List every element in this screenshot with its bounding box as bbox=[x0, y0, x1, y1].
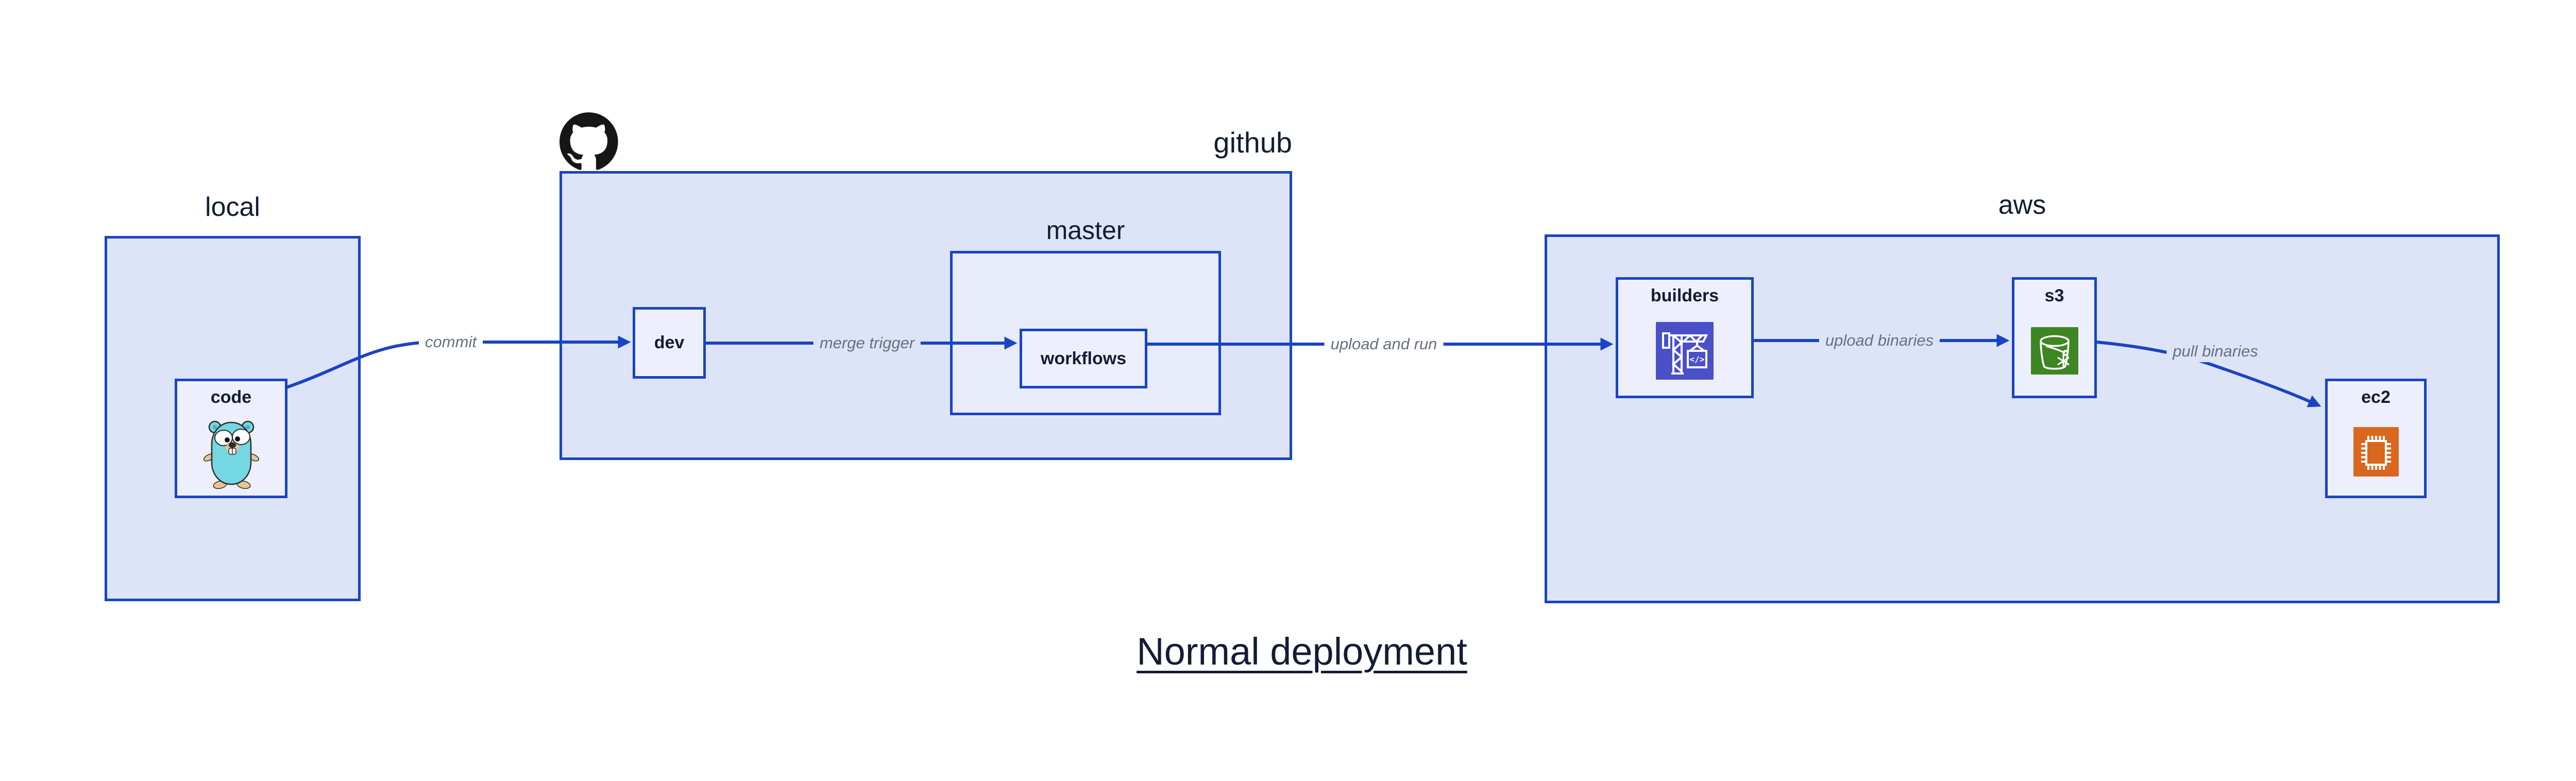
node-code-label: code bbox=[210, 387, 252, 407]
node-dev: dev bbox=[633, 307, 706, 379]
codebuild-crane-icon: </> bbox=[1656, 322, 1714, 380]
github-container-label: github bbox=[1213, 126, 1292, 159]
edge-label-upload-and-run: upload and run bbox=[1324, 333, 1444, 355]
node-builders: builders </> bbox=[1616, 277, 1754, 398]
go-gopher-icon bbox=[203, 420, 259, 489]
node-ec2: ec2 bbox=[2325, 379, 2427, 498]
diagram-title: Normal deployment bbox=[1137, 630, 1467, 673]
node-builders-label: builders bbox=[1650, 286, 1719, 305]
ec2-chip-icon bbox=[2353, 427, 2399, 477]
node-workflows-label: workflows bbox=[1040, 348, 1127, 368]
edge-label-merge-trigger: merge trigger bbox=[813, 332, 921, 354]
local-container-label: local bbox=[205, 192, 260, 222]
edge-label-upload-binaries: upload binaries bbox=[1819, 330, 1940, 351]
edge-label-commit: commit bbox=[419, 331, 483, 353]
node-code: code bbox=[175, 379, 287, 498]
s3-bucket-icon bbox=[2030, 327, 2078, 375]
node-s3-label: s3 bbox=[2044, 286, 2064, 305]
node-ec2-label: ec2 bbox=[2361, 387, 2391, 407]
crane-code-symbol: </> bbox=[1690, 354, 1705, 364]
node-dev-label: dev bbox=[654, 333, 685, 352]
github-octocat-icon bbox=[560, 112, 618, 170]
aws-container-label: aws bbox=[1998, 190, 2046, 220]
node-s3: s3 bbox=[2012, 277, 2097, 398]
node-workflows: workflows bbox=[1020, 329, 1147, 388]
edge-label-pull-binaries: pull binaries bbox=[2166, 341, 2264, 362]
master-subgraph-label: master bbox=[1046, 216, 1125, 245]
